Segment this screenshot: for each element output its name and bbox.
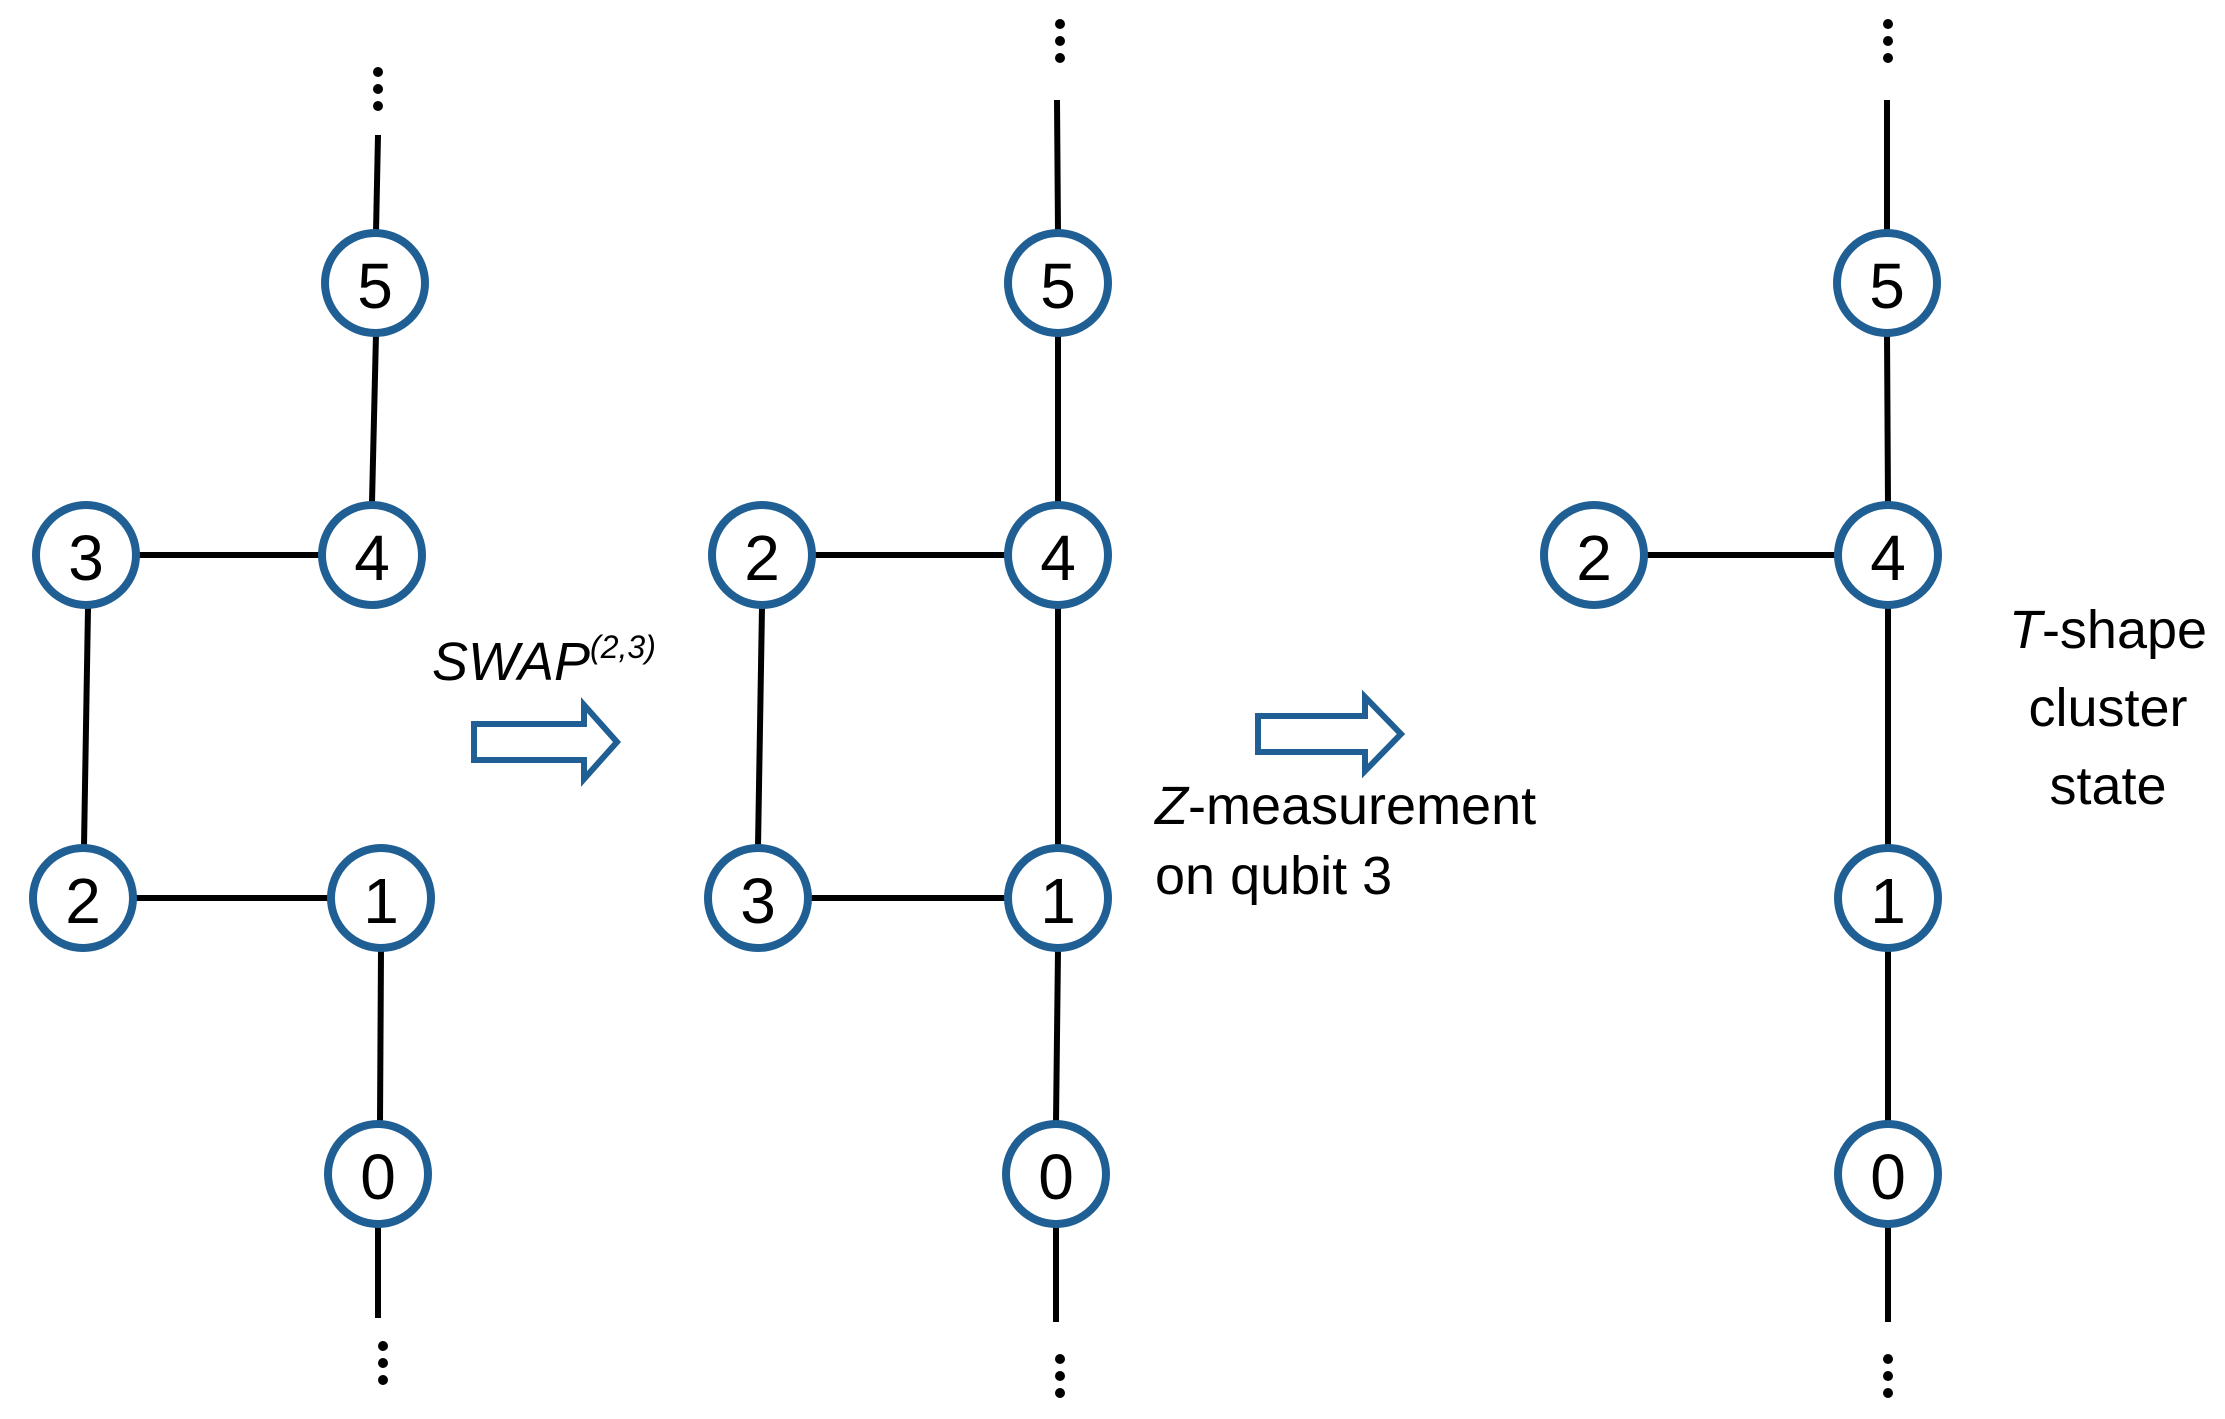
- ellipsis-bottom: [1055, 1354, 1065, 1398]
- qubit-label: 2: [744, 522, 780, 594]
- measurement-label-line1: Z-measurement: [1153, 776, 1536, 836]
- edge-3-2: [81, 607, 91, 847]
- qubit-node-5: 5: [1833, 229, 1941, 337]
- qubit-label: 1: [363, 865, 399, 937]
- result-label-line1: T-shape: [2009, 600, 2207, 660]
- edge-top-to-5: [373, 134, 381, 233]
- result-label-line2: cluster: [2028, 678, 2187, 738]
- result-label-line3: state: [2049, 756, 2166, 816]
- edge-top-to-5: [1054, 99, 1061, 233]
- qubit-node-2: 2: [1540, 501, 1648, 609]
- qubit-node-4: 4: [318, 501, 426, 609]
- result-label-italic: T: [2009, 600, 2046, 660]
- edge-2-3: [755, 606, 765, 848]
- qubit-label: 1: [1870, 865, 1906, 937]
- qubit-label: 0: [1038, 1141, 1074, 1213]
- qubit-label: 2: [65, 865, 101, 937]
- qubit-node-3: 3: [704, 844, 812, 952]
- right-arrow-icon: [1255, 689, 1406, 779]
- qubit-label: 0: [1870, 1141, 1906, 1213]
- ellipsis-top: [373, 67, 383, 111]
- panel-2: 5 4 2 3 1 0: [704, 19, 1112, 1398]
- edge-1-0: [377, 949, 384, 1123]
- result-label: T-shape cluster state: [2009, 600, 2207, 816]
- qubit-node-1: 1: [1004, 844, 1112, 952]
- ellipsis-bottom: [1883, 1354, 1893, 1398]
- qubit-node-2: 2: [708, 501, 816, 609]
- qubit-label: 1: [1040, 865, 1076, 937]
- qubit-node-4: 4: [1004, 501, 1112, 609]
- edge-5-4: [369, 333, 379, 503]
- qubit-node-2: 2: [29, 844, 137, 952]
- qubit-label: 4: [1870, 522, 1906, 594]
- measurement-label-italic: Z: [1153, 776, 1190, 836]
- qubit-label: 5: [357, 250, 393, 322]
- ellipsis-top: [1055, 19, 1065, 63]
- ellipsis-top: [1883, 19, 1893, 63]
- qubit-node-3: 3: [32, 501, 140, 609]
- qubit-node-0: 0: [1834, 1120, 1942, 1228]
- qubit-node-5: 5: [1004, 229, 1112, 337]
- qubit-label: 4: [354, 522, 390, 594]
- swap-label-superscript: (2,3): [590, 629, 656, 665]
- qubit-node-1: 1: [1834, 844, 1942, 952]
- qubit-label: 5: [1869, 250, 1905, 322]
- edge-1-0: [1053, 949, 1061, 1123]
- qubit-label: 3: [68, 522, 104, 594]
- qubit-node-0: 0: [1002, 1120, 1110, 1228]
- measurement-label-line2: on qubit 3: [1155, 846, 1392, 906]
- measurement-label-rest: -measurement: [1188, 776, 1536, 836]
- swap-label: SWAP(2,3): [432, 629, 656, 692]
- qubit-label: 5: [1040, 250, 1076, 322]
- ellipsis-bottom: [378, 1341, 388, 1385]
- qubit-node-4: 4: [1834, 501, 1942, 609]
- swap-label-main: SWAP: [432, 632, 590, 692]
- panel-3: 5 4 2 1 0: [1540, 19, 1942, 1398]
- measurement-operation: Z-measurement on qubit 3: [1153, 689, 1536, 906]
- edge-5-4: [1884, 333, 1891, 505]
- qubit-label: 3: [740, 865, 776, 937]
- qubit-label: 2: [1576, 522, 1612, 594]
- qubit-label: 0: [360, 1141, 396, 1213]
- qubit-node-0: 0: [324, 1120, 432, 1228]
- swap-operation: SWAP(2,3): [432, 629, 656, 787]
- result-label-rest: -shape: [2042, 600, 2207, 660]
- right-arrow-icon: [471, 697, 622, 787]
- qubit-label: 4: [1040, 522, 1076, 594]
- qubit-node-5: 5: [321, 229, 429, 337]
- panel-1: 5 4 3 2 1 0: [29, 67, 435, 1385]
- qubit-node-1: 1: [327, 844, 435, 952]
